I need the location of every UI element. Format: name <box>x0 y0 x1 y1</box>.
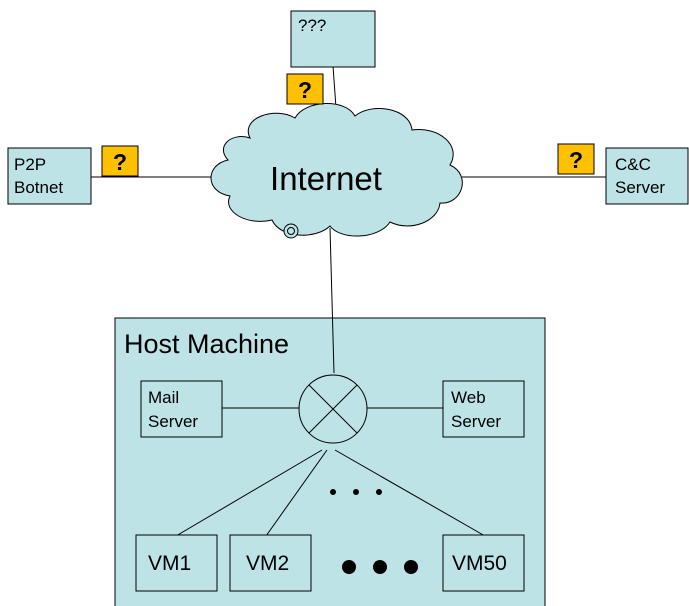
vm2-box <box>229 534 312 592</box>
switch-x-icon <box>298 374 368 444</box>
svg-text:?: ? <box>298 77 312 103</box>
mail-server-label-line1: Mail <box>148 388 179 407</box>
p2p-botnet-box <box>7 147 92 205</box>
line-switch-vm2 <box>265 449 328 537</box>
unknown-node-label: ??? <box>298 16 326 35</box>
cnc-server-label-line1: C&C <box>615 155 651 174</box>
mail-server-box <box>140 380 223 438</box>
svg-text:?: ? <box>113 149 127 175</box>
unknown-node-box <box>290 10 376 68</box>
svg-text:?: ? <box>569 147 583 173</box>
cnc-server-label-line2: Server <box>615 178 665 197</box>
line-switch-vm50 <box>334 449 486 537</box>
vm50-label: VM50 <box>452 552 507 575</box>
question-mark-icon: ? <box>286 73 324 105</box>
web-server-label-line2: Server <box>451 412 501 431</box>
host-machine-label: Host Machine <box>124 329 289 359</box>
p2p-botnet-label-line1: P2P <box>14 155 46 174</box>
question-mark-icon: ? <box>101 145 139 177</box>
vm50-box <box>442 534 525 592</box>
vm1-box <box>135 534 218 592</box>
vm2-label: VM2 <box>246 552 289 575</box>
web-server-label-line1: Web <box>451 388 486 407</box>
vm1-label: VM1 <box>148 552 191 575</box>
p2p-botnet-label-line2: Botnet <box>14 178 63 197</box>
question-mark-icon: ? <box>557 143 595 175</box>
mail-server-label-line2: Server <box>148 412 198 431</box>
cnc-server-box <box>605 147 689 205</box>
ellipsis-icon <box>342 560 418 574</box>
web-server-box <box>442 380 525 438</box>
internet-cloud <box>210 103 463 239</box>
ellipsis-icon <box>330 489 382 495</box>
internet-label: Internet <box>270 160 382 197</box>
connector-lines <box>91 65 606 537</box>
line-internet-switch <box>329 227 335 374</box>
cloud-tail-small <box>287 227 295 235</box>
line-switch-vm1 <box>175 449 323 537</box>
